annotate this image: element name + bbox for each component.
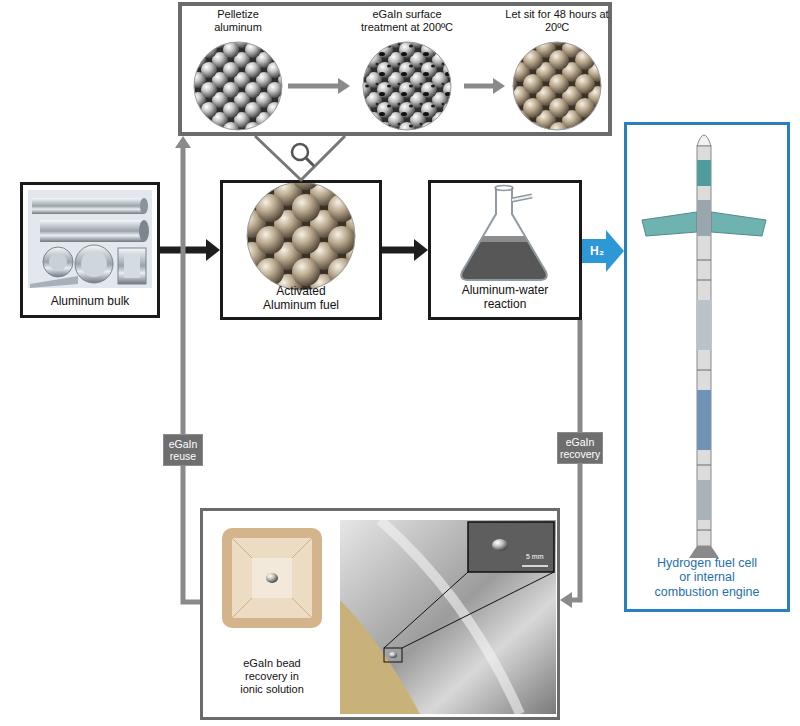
node-label: Let sit for 48 hours at 20ºC bbox=[505, 8, 609, 34]
process-arrow bbox=[464, 84, 493, 89]
power-system-box: Hydrogen fuel cell or internal combustio… bbox=[624, 122, 790, 612]
node-label: eGaIn bead recovery in ionic solution bbox=[234, 657, 310, 696]
process-step: Let sit for 48 hours at 20ºC bbox=[505, 8, 609, 132]
zoom-inset bbox=[468, 522, 554, 572]
bar-end bbox=[139, 220, 149, 242]
photo-background bbox=[340, 520, 556, 714]
tray-well bbox=[252, 558, 292, 598]
node-label: Hydrogen fuel cell or internal combustio… bbox=[650, 556, 764, 600]
flask-glass bbox=[461, 188, 547, 280]
underwater-vehicle bbox=[642, 135, 766, 558]
magnifier-handle bbox=[306, 158, 313, 165]
hull bbox=[697, 146, 711, 546]
flask-side-arm bbox=[512, 196, 532, 200]
egain-bead bbox=[389, 652, 397, 658]
scale-bar bbox=[522, 565, 548, 567]
tube-bore bbox=[49, 253, 67, 271]
hull-seam bbox=[697, 260, 711, 530]
tray-wall bbox=[232, 538, 312, 618]
metal-highlight bbox=[380, 520, 520, 714]
wing bbox=[642, 212, 697, 236]
hull-section bbox=[697, 200, 711, 236]
flow-arrow bbox=[382, 247, 414, 254]
fuel-photo bbox=[247, 182, 355, 290]
process-step: eGaIn surface treatment at 200ºC bbox=[350, 8, 464, 132]
reaction-slurry bbox=[461, 236, 547, 280]
edge-label: eGaIn reuse bbox=[163, 434, 203, 466]
recovery-tray-photo bbox=[222, 528, 322, 628]
edge-label: eGaIn recovery bbox=[557, 432, 603, 464]
nose-cone bbox=[697, 135, 711, 146]
material-box: Aluminum bulk bbox=[20, 182, 160, 318]
zoom-leader bbox=[384, 572, 468, 648]
hydrogen-arrow bbox=[582, 239, 606, 263]
recovery-arrow bbox=[572, 320, 580, 600]
zoom-leader bbox=[402, 572, 554, 648]
square-profile bbox=[118, 248, 146, 284]
angle-profile bbox=[30, 276, 78, 288]
zoom-marker bbox=[384, 648, 402, 662]
tube bbox=[32, 198, 144, 214]
hull-section bbox=[697, 300, 711, 350]
tray-rim bbox=[222, 528, 322, 628]
wing bbox=[711, 212, 766, 236]
process-panel: Pelletize aluminum eGaIn surface treatmen… bbox=[178, 2, 612, 136]
egain-bead bbox=[492, 539, 508, 551]
reaction-flask bbox=[461, 186, 547, 281]
tube-bore bbox=[81, 251, 107, 277]
tube-end bbox=[140, 198, 148, 214]
aluminum-stock-photo bbox=[28, 190, 152, 288]
tray-bevel bbox=[232, 538, 312, 618]
process-arrow bbox=[288, 84, 338, 89]
pellet-photo bbox=[194, 42, 282, 130]
magnifier-callout bbox=[255, 136, 345, 180]
profile-bore bbox=[124, 254, 140, 278]
vessel-wall bbox=[340, 520, 556, 714]
egain-bead bbox=[266, 573, 278, 583]
photo-background bbox=[28, 190, 152, 288]
tube-end bbox=[43, 247, 73, 277]
hull-section bbox=[697, 160, 711, 186]
node-label: eGaIn surface treatment at 200ºC bbox=[355, 8, 459, 34]
edge-label: H₂ bbox=[590, 244, 604, 258]
treatment-photo bbox=[363, 42, 451, 130]
fuel-box: Activated Aluminum fuel bbox=[220, 180, 382, 320]
flow-arrow bbox=[160, 247, 206, 254]
node-label: Activated Aluminum fuel bbox=[256, 284, 346, 312]
magnifier-icon bbox=[292, 144, 308, 160]
hull-section bbox=[697, 480, 711, 520]
reaction-box: Aluminum-water reaction bbox=[428, 180, 582, 320]
flask-rim bbox=[495, 186, 513, 191]
reuse-arrow bbox=[183, 148, 200, 602]
slurry-foam bbox=[480, 236, 528, 242]
rest-photo bbox=[513, 42, 601, 130]
node-label: Pelletize aluminum bbox=[203, 8, 273, 34]
hull-section bbox=[697, 390, 711, 450]
vessel-photo bbox=[340, 520, 556, 714]
process-step: Pelletize aluminum bbox=[188, 8, 288, 132]
recovery-panel: eGaIn bead recovery in ionic solution bbox=[200, 508, 560, 720]
bar bbox=[40, 220, 144, 242]
tube-end bbox=[75, 245, 113, 283]
flask-side-arm bbox=[512, 196, 532, 200]
node-label: Aluminum-water reaction bbox=[453, 283, 557, 311]
node-label: Aluminum bulk bbox=[23, 294, 157, 308]
